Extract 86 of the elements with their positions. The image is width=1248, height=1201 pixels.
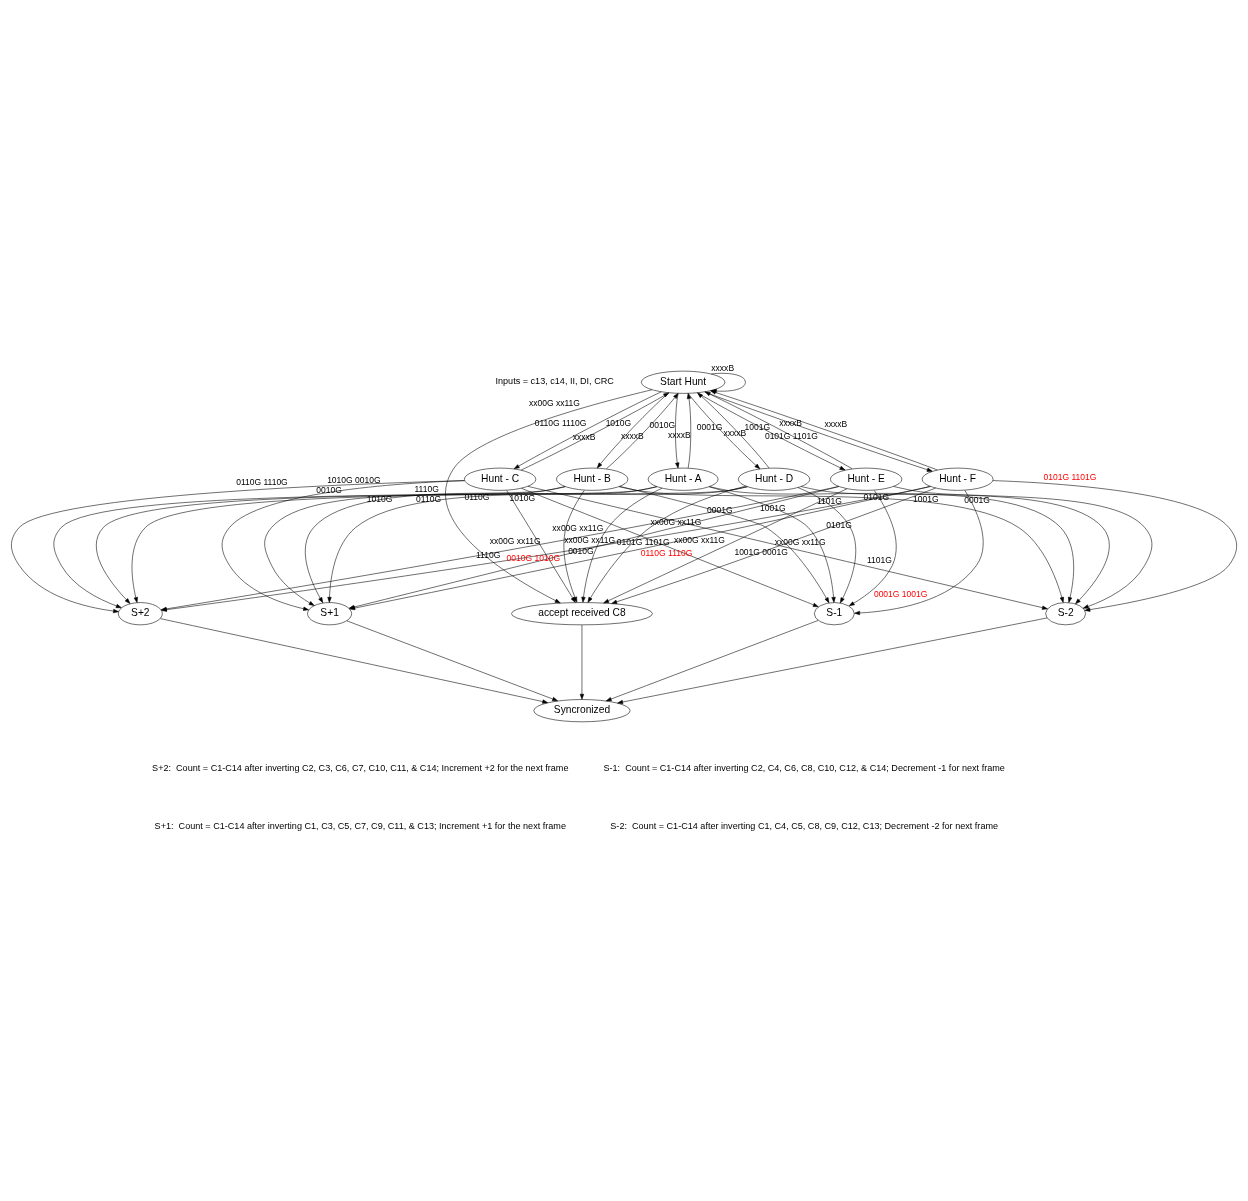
edge-label: xx00G xx11G (528, 397, 580, 408)
edge-label: xxxxB (779, 418, 803, 429)
arrow (800, 486, 1110, 605)
edge-label: 0001G (964, 494, 990, 505)
node-ellipse: S-2 (1045, 602, 1086, 626)
node-ellipse: Hunt - D (738, 467, 811, 491)
edge-label: 0110G (416, 493, 442, 504)
label: S+2: Count = C1-C14 after inverting C2, C3, C6, C7, C10, C11, & C14; Increment +2 for the next frame (152, 763, 569, 774)
arrow (617, 617, 1048, 705)
node-ellipse: accept received C8 (511, 602, 653, 626)
edge-label: 1001G 0001G (734, 546, 788, 557)
arrow (445, 389, 653, 604)
arrow (506, 490, 576, 603)
node-ellipse: Hunt - C (464, 467, 537, 491)
edge-label: 0101G 1101G (616, 536, 670, 547)
edge-label: xxxxB (668, 429, 691, 440)
edge-label: 1001G (760, 502, 786, 513)
edge-label: xx00G xx11G (564, 535, 616, 546)
edge-label: 1110G (414, 484, 439, 495)
arrow (611, 487, 936, 604)
edge-label: 1101G (867, 554, 892, 565)
edge-label: 0010G 1010G (506, 553, 561, 564)
edge-label: xx00G xx11G (489, 535, 541, 546)
arrow (605, 620, 819, 702)
arrow (697, 392, 770, 469)
edge-label: 0101G 1101G (764, 431, 818, 442)
arrow (708, 486, 836, 603)
arrow (992, 480, 1237, 612)
arrow (596, 392, 669, 469)
arrow (606, 393, 679, 470)
edge-label: 0110G 1110G (534, 418, 587, 429)
arrow (327, 486, 748, 603)
edge-label: 0010G (649, 419, 676, 430)
node-ellipse: Hunt - A (647, 467, 719, 491)
edge-label: 1110G (475, 550, 501, 561)
edge-label: 1101G (816, 495, 842, 506)
arrow (848, 490, 897, 607)
arrow (687, 393, 761, 470)
edge-label: xx00G xx11G (650, 516, 702, 527)
edge-label: 0001G 1001G (873, 589, 928, 600)
arrow (305, 486, 657, 603)
edge-label: 0001G (706, 504, 733, 515)
edge-label: 1010G (509, 493, 536, 504)
arrow (521, 488, 819, 608)
edge-label: xxxxB (572, 431, 596, 442)
label: Inputs = c13, c14, II, DI, CRC (495, 376, 614, 387)
edge-label: 1010G (366, 494, 393, 505)
edge-label: 0001G (696, 421, 723, 432)
arrow (686, 393, 692, 469)
arrow (854, 490, 984, 616)
edge-label: 1010G 0010G (327, 475, 381, 486)
edge-label: xx00G xx11G (552, 522, 604, 533)
arrow (579, 624, 585, 700)
edge-label: 0101G 1101G (1043, 472, 1097, 483)
arrow (893, 486, 1153, 609)
arrow (709, 486, 1074, 603)
arrow (581, 487, 663, 603)
arrow (603, 488, 848, 604)
arrow (96, 486, 658, 604)
arrow (619, 486, 830, 604)
label: S-2: Count = C1-C14 after inverting C1, C4, C5, C8, C9, C12, C13; Decrement -2 for next frame (610, 820, 999, 831)
label: S-1: Count = C1-C14 after inverting C2, C4, C6, C8, C10, C12, & C14; Decrement -1 for next frame (603, 763, 1005, 774)
arrow (264, 486, 566, 606)
edge-label: 0101G (826, 520, 852, 531)
edge-label: 1010G (605, 418, 632, 429)
edge-label: xxxxB (824, 418, 848, 429)
arrow (587, 485, 746, 603)
edge-label: 0110G 1110G (236, 476, 288, 487)
edge-label: 0110G 1110G (640, 547, 693, 558)
arrow (563, 490, 585, 603)
edge-label: 1001G (913, 493, 939, 504)
edge-label: xx00G xx11G (673, 535, 725, 546)
arrow (160, 618, 549, 704)
label: S+1: Count = C1-C14 after inverting C1, C3, C5, C7, C9, C11, & C13; Increment +1 for the next frame (154, 820, 566, 831)
edge-label: xxxxB (620, 431, 644, 442)
node-ellipse: Hunt - B (556, 467, 629, 491)
arrow (346, 620, 558, 702)
arrow (618, 486, 1064, 603)
arrow (131, 486, 748, 603)
arrow (797, 487, 857, 604)
edge-label: 0010G (316, 485, 342, 496)
arrow (527, 486, 1048, 610)
node-ellipse: S+2 (118, 602, 163, 626)
edge-label: 0110G (464, 492, 490, 503)
arrow (675, 393, 680, 469)
edge-label: xx00G xx11G (774, 536, 826, 547)
